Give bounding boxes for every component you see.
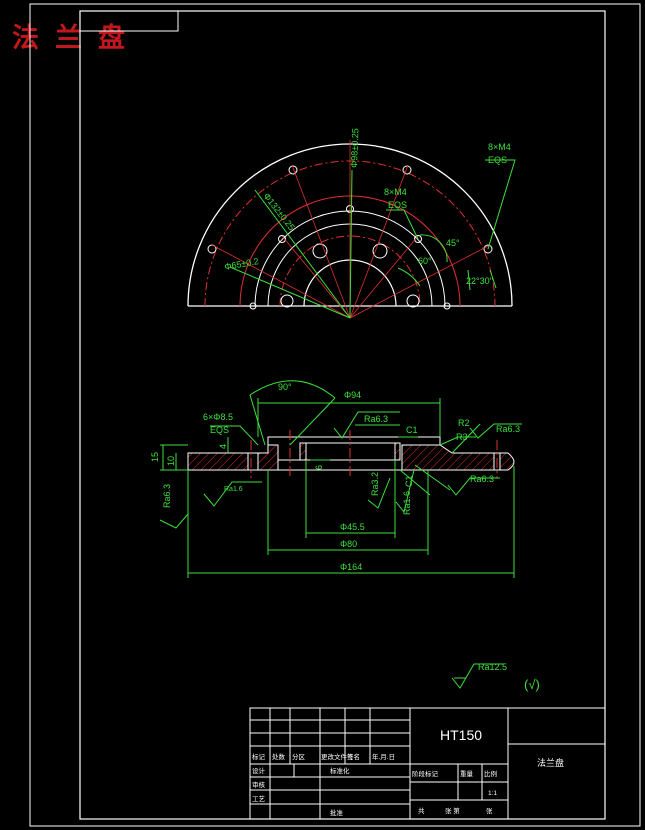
dim-6: 6 [314,465,324,470]
holes-note-sub: EQS [210,425,229,435]
left-flange-section [187,452,249,471]
general-roughness-label: Ra12.5 [478,662,507,672]
top-view: 8×M4 EQS 8×M4 EQS Φ132±0.25 Φ98±0.25 Φ65… [187,128,516,319]
dia-inner-pcd: Φ98±0.25 [349,128,360,168]
rough-63-left: Ra6.3 [162,484,172,508]
mid-holes [280,243,420,308]
left-bore-section [299,442,307,461]
dia-164: Φ164 [340,562,362,572]
rough-63-bot: Ra6.3 [470,474,494,484]
rough-sym [447,477,500,496]
tb-hdr-date: 年.月.日 [372,752,395,761]
bolt-note-inner-sub: EQS [388,200,407,210]
rough-sym [333,411,400,439]
angle-22: 22°30′ [466,276,492,286]
section-dim-lines [160,380,515,578]
tb-row-weight: 重量 [460,770,474,778]
dia-455: Φ45.5 [340,522,365,532]
radius-3: R3 [456,432,468,442]
rough-sym [367,477,391,509]
top-leaders [229,159,516,319]
dia-94: Φ94 [344,390,361,400]
section-view: 90° Φ94 6×Φ8.5 EQS Ra6.3 Ra6.3 Ra6.3 Ra6… [150,380,522,578]
dia-center: Φ65±0.2 [224,256,260,272]
outer-hole [443,302,451,310]
dia-outer-pcd: Φ132±0.25 [261,191,296,232]
rest-surfaces-symbol: (√) [524,677,540,692]
tb-hdr-count: 处数 [272,752,286,761]
angle-45: 45° [446,238,460,248]
dim-15: 15 [150,452,160,462]
rough-sym [395,469,415,514]
section-centerlines [250,430,498,478]
outer-frame [29,3,641,827]
dim-10: 10 [166,456,176,466]
tb-row-craft: 工艺 [252,795,266,803]
dim-4: 4 [218,444,228,449]
rough-sym [469,423,522,439]
tb-hdr-docno: 更改文件号 [321,752,354,761]
tb-row-approve: 批准 [330,808,344,817]
tb-row-sheet2: 张 [486,806,493,815]
tb-hdr-sign: 签名 [347,752,360,761]
rough-32: Ra3.2 [370,472,380,496]
outer-hole [288,165,298,175]
tb-row-design: 设计 [252,766,266,775]
dia-80: Φ80 [340,539,357,549]
holes-note: 6×Φ8.5 [203,412,233,422]
tb-row-ratio: 比例 [484,769,497,778]
rough-63-top: Ra6.3 [364,414,388,424]
roughness-symbols [159,411,522,529]
rough-16-left: Ra1.6 [224,486,243,493]
outer-hole [483,244,493,254]
bolt-note-inner: 8×M4 [384,187,407,197]
outer-hole [402,165,412,175]
inner-frame [79,10,606,820]
drawing-title-stamp: 法兰盘 [12,23,141,54]
angle-90: 90° [278,382,292,392]
radius-2: R2 [458,418,470,428]
chamfer-top: C1 [406,425,418,435]
bolt-note-outer: 8×M4 [488,142,511,152]
tb-hdr-zone: 分区 [292,752,306,761]
outer-bolt-holes [207,165,493,310]
rough-16-mid: Ra1.6 [402,491,412,515]
rough-63-right: Ra6.3 [496,424,520,434]
tb-hdr-mark: 标记 [252,752,266,761]
rough-sym [159,513,189,529]
chamfer-bot: C1 [404,475,414,487]
tb-scale: 1:1 [488,790,497,797]
right-flange-section [401,444,495,471]
right-rim-section [499,452,515,471]
tb-part-name: 法兰盘 [537,757,564,768]
tb-row-stage: 阶段标记 [412,769,439,778]
tb-row-total: 共 [418,806,425,815]
tb-row-sheet: 张 第 [445,806,460,815]
title-block [249,707,606,820]
center-dash-arc [279,235,421,307]
tb-row-std: 标准化 [330,766,350,775]
bolt-note-outer-sub: EQS [488,155,507,165]
tb-material: HT150 [440,727,482,743]
tb-row-check: 审核 [252,780,266,789]
left-hub-section [257,444,279,471]
section-outline [248,436,500,471]
code-box [79,10,179,32]
right-bore-section [394,442,401,461]
rough-sym [203,481,262,507]
general-roughness-symbol [451,663,504,689]
outer-hole [249,302,257,310]
angle-60: 60° [418,256,432,266]
